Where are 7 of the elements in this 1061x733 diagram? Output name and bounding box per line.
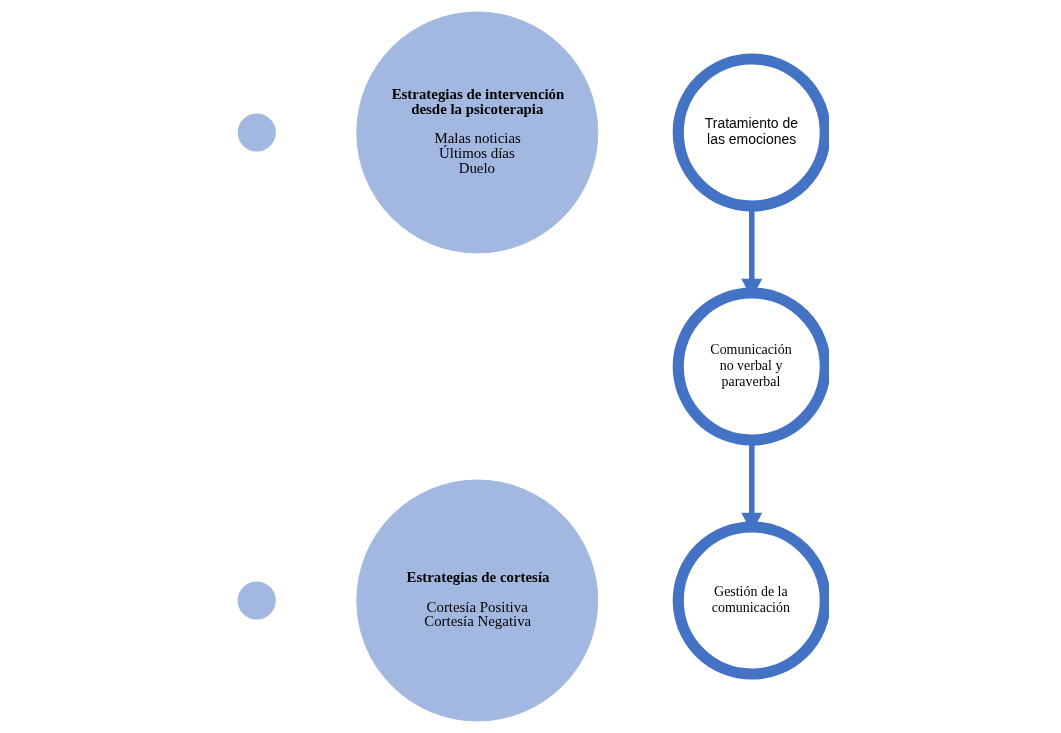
node-circle [235,579,278,622]
node-circle: Tratamiento de las emociones [672,53,829,212]
node-circle [235,111,278,154]
node-circle: Estrategias de intervención desde la psicoterapia Malas noticias Últimos días Duelo [355,11,598,254]
node-circle: Gestión de la comunicación [672,521,829,680]
node-circle: Comunicación no verbal y paraverbal [672,287,829,446]
node-circle: Estrategias de cortesía Cortesía Positiva Cortesía Negativa [355,479,598,722]
